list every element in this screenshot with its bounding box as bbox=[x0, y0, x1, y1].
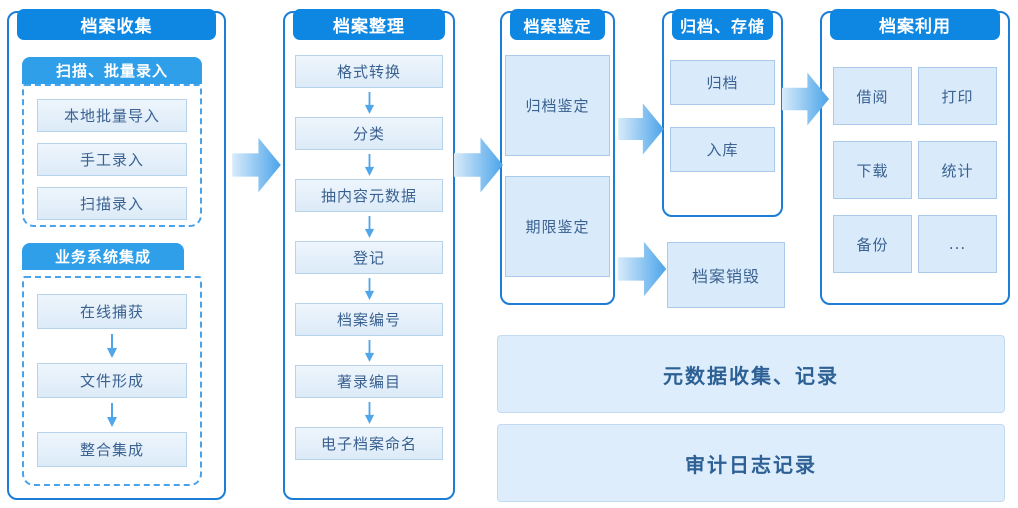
utilization-grid: 借阅 打印 下载 统计 备份 ... bbox=[833, 67, 997, 273]
panel-title-archive-appraisal: 档案鉴定 bbox=[510, 9, 605, 40]
section-title-scan-batch-entry: 扫描、批量录入 bbox=[22, 57, 202, 84]
node-retention-period-appraisal: 期限鉴定 bbox=[505, 176, 610, 277]
flow-arrow-down-icon bbox=[295, 150, 443, 179]
node-scan-entry: 扫描录入 bbox=[37, 187, 187, 220]
node-integration: 整合集成 bbox=[37, 432, 187, 467]
section-business-system-integration: 业务系统集成 在线捕获 文件形成 整合集成 bbox=[22, 243, 202, 486]
panel-filing-storage: 归档、存储 归档 入库 bbox=[662, 9, 783, 217]
panel-title-archive-collection: 档案收集 bbox=[17, 9, 216, 40]
bar-metadata-collection-record: 元数据收集、记录 bbox=[497, 335, 1005, 413]
node-more: ... bbox=[918, 215, 997, 273]
node-archive-numbering: 档案编号 bbox=[295, 303, 443, 336]
panel-title-filing-storage: 归档、存储 bbox=[672, 9, 773, 40]
flow-arrow-down-icon bbox=[295, 212, 443, 241]
node-classification: 分类 bbox=[295, 117, 443, 150]
panel-archive-organization: 档案整理 格式转换 分类 抽内容元数据 登记 档案编号 著录编目 bbox=[283, 9, 455, 500]
node-extract-content-metadata: 抽内容元数据 bbox=[295, 179, 443, 212]
flow-arrow-right-icon bbox=[782, 66, 829, 132]
flow-arrow-down-icon bbox=[24, 329, 200, 363]
node-electronic-archive-naming: 电子档案命名 bbox=[295, 427, 443, 460]
flow-arrow-down-icon bbox=[295, 398, 443, 427]
node-warehousing: 入库 bbox=[670, 127, 775, 172]
bar-audit-log-record: 审计日志记录 bbox=[497, 424, 1005, 502]
node-local-batch-import: 本地批量导入 bbox=[37, 99, 187, 132]
panel-title-archive-utilization: 档案利用 bbox=[830, 9, 1000, 40]
node-description-cataloging: 著录编目 bbox=[295, 365, 443, 398]
organize-steps: 格式转换 分类 抽内容元数据 登记 档案编号 著录编目 bbox=[295, 55, 443, 460]
appraisal-boxes: 归档鉴定 期限鉴定 bbox=[505, 55, 610, 277]
node-registration: 登记 bbox=[295, 241, 443, 274]
flow-arrow-down-icon bbox=[295, 336, 443, 365]
node-backup: 备份 bbox=[833, 215, 912, 273]
section-box-scan-batch-entry: 本地批量导入 手工录入 扫描录入 bbox=[22, 84, 202, 227]
flow-arrow-right-icon bbox=[231, 131, 282, 199]
node-archive-destruction: 档案销毁 bbox=[667, 242, 785, 308]
section-scan-batch-entry: 扫描、批量录入 本地批量导入 手工录入 扫描录入 bbox=[22, 57, 202, 227]
section-title-business-system-integration: 业务系统集成 bbox=[22, 243, 184, 270]
panel-archive-collection: 档案收集 扫描、批量录入 本地批量导入 手工录入 扫描录入 业务系统集成 在线捕… bbox=[7, 9, 226, 500]
flow-arrow-down-icon bbox=[295, 274, 443, 303]
flow-arrow-down-icon bbox=[24, 398, 200, 432]
panel-archive-appraisal: 档案鉴定 归档鉴定 期限鉴定 bbox=[500, 9, 615, 305]
node-filing-appraisal: 归档鉴定 bbox=[505, 55, 610, 156]
panel-archive-utilization: 档案利用 借阅 打印 下载 统计 备份 ... bbox=[820, 9, 1010, 305]
flow-arrow-right-icon bbox=[616, 97, 666, 161]
node-download: 下载 bbox=[833, 141, 912, 199]
flow-arrow-right-icon bbox=[617, 235, 667, 303]
node-printing: 打印 bbox=[918, 67, 997, 125]
node-filing: 归档 bbox=[670, 60, 775, 105]
node-online-capture: 在线捕获 bbox=[37, 294, 187, 329]
section-box-business-system-integration: 在线捕获 文件形成 整合集成 bbox=[22, 276, 202, 486]
node-statistics: 统计 bbox=[918, 141, 997, 199]
node-borrowing: 借阅 bbox=[833, 67, 912, 125]
storage-boxes: 归档 入库 bbox=[670, 60, 775, 172]
node-manual-entry: 手工录入 bbox=[37, 143, 187, 176]
flow-arrow-right-icon bbox=[454, 129, 503, 201]
node-file-formation: 文件形成 bbox=[37, 363, 187, 398]
flow-arrow-down-icon bbox=[295, 88, 443, 117]
panel-title-archive-organization: 档案整理 bbox=[293, 9, 445, 40]
node-format-conversion: 格式转换 bbox=[295, 55, 443, 88]
